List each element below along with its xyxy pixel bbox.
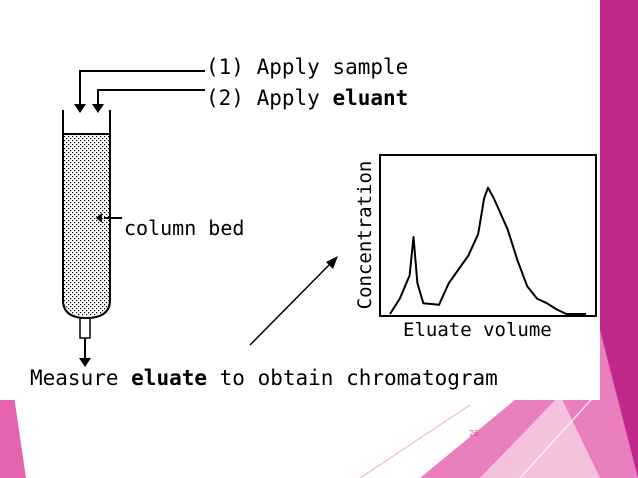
chart-plot	[389, 186, 586, 315]
chart-frame	[379, 154, 597, 317]
measure-bold: eluate	[131, 366, 208, 390]
chart-xlabel: Eluate volume	[403, 319, 552, 341]
decor-shape-bottom-light	[480, 395, 600, 478]
to-chart-arrow	[249, 261, 333, 346]
to-chart-arrow-head	[326, 256, 338, 269]
outlet-arrow-head	[79, 358, 91, 367]
measure-suffix: to obtain chromatogram	[207, 366, 498, 390]
decor-line	[519, 389, 601, 478]
decor-line	[359, 404, 471, 478]
eluant-arrow	[97, 89, 205, 106]
sample-arrow	[79, 70, 205, 106]
bed-pointer-head	[96, 213, 102, 223]
column-bed-label: column bed	[124, 216, 245, 240]
chromatogram-line	[389, 186, 586, 315]
column-bed	[64, 134, 109, 316]
step-apply-eluant: (2) Apply eluant	[206, 86, 408, 110]
page-number: 26	[469, 429, 479, 438]
step-apply-eluant-prefix: (2) Apply	[206, 86, 333, 110]
chart-ylabel: Concentration	[354, 160, 376, 310]
step-apply-eluant-bold: eluant	[332, 86, 409, 110]
measure-caption: Measure eluate to obtain chromatogram	[30, 366, 498, 390]
step-apply-sample: (1) Apply sample	[206, 55, 409, 79]
eluant-arrow-head	[92, 104, 104, 113]
sample-arrow-head	[74, 104, 86, 113]
measure-prefix: Measure	[30, 366, 132, 390]
